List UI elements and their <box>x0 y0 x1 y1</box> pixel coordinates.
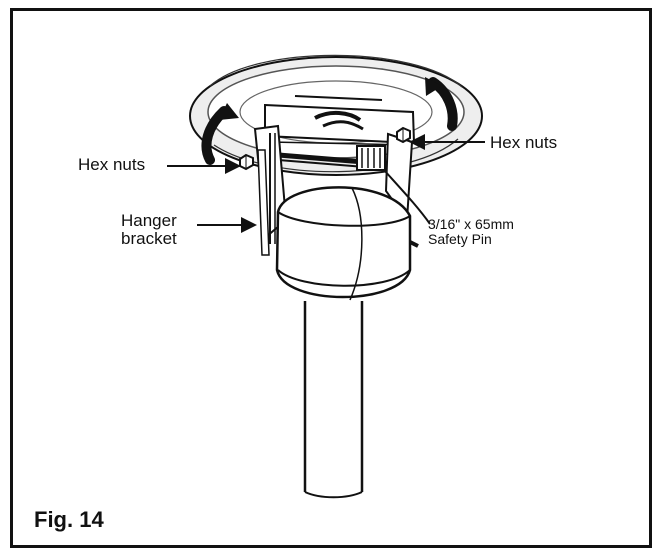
safety-pin-assembly <box>265 145 390 171</box>
safety-pin-label: 3/16" x 65mm Safety Pin <box>428 216 514 248</box>
safety-pin-label-line-1: 3/16" x 65mm <box>428 216 514 232</box>
rotation-arrows <box>201 77 458 165</box>
downrod <box>303 301 364 499</box>
safety-pin-label-line-2: Safety Pin <box>428 231 492 248</box>
hanger-bracket-label: Hanger bracket <box>121 212 177 248</box>
fan-motor-coupling <box>275 186 419 301</box>
hanger-bracket-label-line-2: bracket <box>121 228 177 248</box>
hanger-bracket-label-line-1: Hanger <box>121 211 177 230</box>
mounting-plate <box>264 95 416 146</box>
callout-lines <box>167 134 485 233</box>
hex-nuts-right <box>396 126 411 144</box>
hex-nuts-left <box>239 153 254 171</box>
hex-nuts-label-left: Hex nuts <box>78 155 146 174</box>
hex-nuts-label-right: Hex nuts <box>490 133 558 152</box>
figure-caption: Fig. 14 <box>34 507 104 532</box>
